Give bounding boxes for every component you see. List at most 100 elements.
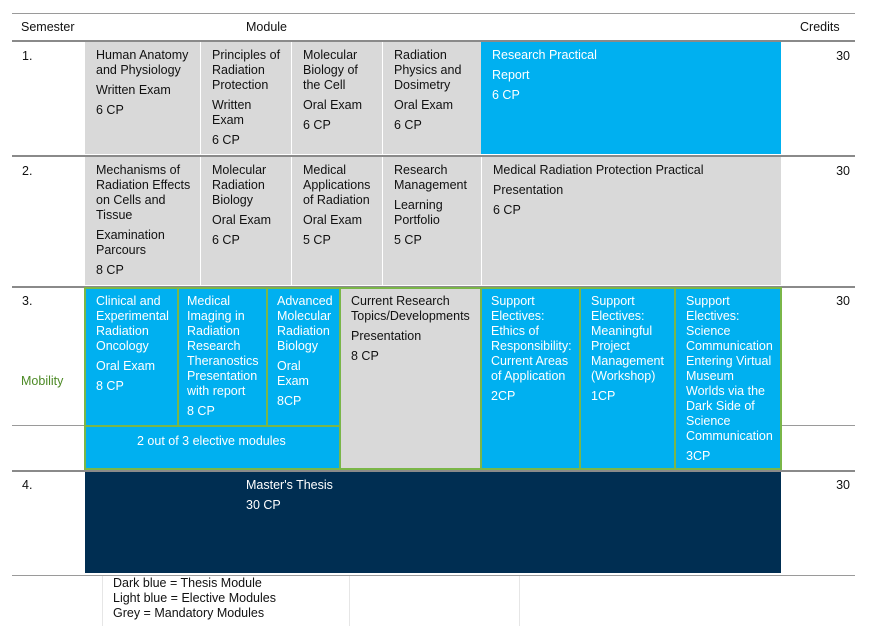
module-title-line: Presentation bbox=[187, 369, 258, 383]
elective-advanced-molecular-biology: Advanced Molecular Radiation Biology Ora… bbox=[267, 288, 340, 426]
module-cp: 5 CP bbox=[394, 233, 422, 247]
module-exam: Written bbox=[212, 98, 252, 112]
top-rule bbox=[12, 13, 855, 14]
module-title-line: Medical Radiation Protection Practical bbox=[493, 163, 704, 177]
module-title-line: Management bbox=[394, 178, 467, 192]
module-cp: 6 CP bbox=[212, 133, 240, 147]
legend-grid-line bbox=[102, 576, 103, 626]
module-title-line: Mechanisms of bbox=[96, 163, 181, 177]
module-title-line: Management bbox=[591, 354, 664, 368]
legend: Dark blue = Thesis Module Light blue = E… bbox=[113, 576, 276, 621]
module-exam: Examination bbox=[96, 228, 165, 242]
support-elective-ethics: Support Electives: Ethics of Responsibil… bbox=[481, 288, 580, 469]
module-title-line: Biology bbox=[212, 193, 253, 207]
module-title-line: Protection bbox=[212, 78, 269, 92]
module-title-line: Entering Virtual bbox=[686, 354, 772, 368]
thesis-title: Master's Thesis bbox=[246, 478, 333, 492]
module-exam: Learning bbox=[394, 198, 443, 212]
elective-note: 2 out of 3 elective modules bbox=[85, 426, 340, 469]
semester-3-number: 3. bbox=[22, 294, 33, 308]
module-title-line: Tissue bbox=[96, 208, 133, 222]
module-title-line: Electives: bbox=[591, 309, 645, 323]
module-title-line: Theranostics bbox=[187, 354, 259, 368]
module-title-line: Oncology bbox=[96, 339, 149, 353]
semester-1-credits: 30 bbox=[836, 49, 850, 63]
module-exam: Report bbox=[492, 68, 530, 82]
elective-note-divider bbox=[85, 425, 340, 427]
module-title-line: Imaging in bbox=[187, 309, 245, 323]
module-cp: 2CP bbox=[491, 389, 516, 403]
module-title-line: Current Research bbox=[351, 294, 450, 308]
module-title-line: Project bbox=[591, 339, 630, 353]
module-title-line: Support bbox=[491, 294, 535, 308]
header-rule bbox=[12, 40, 855, 42]
module-title-line: Current Areas bbox=[491, 354, 569, 368]
module-cp: 6 CP bbox=[394, 118, 422, 132]
module-title-line: of Application bbox=[491, 369, 566, 383]
module-title-line: Medical bbox=[303, 163, 347, 177]
support-elective-project-management: Support Electives: Meaningful Project Ma… bbox=[580, 288, 675, 469]
module-title-line: Biology bbox=[277, 339, 318, 353]
semester-4-credits: 30 bbox=[836, 478, 850, 492]
module-title-line: Human Anatomy bbox=[96, 48, 189, 62]
semester-4-number: 4. bbox=[22, 478, 33, 492]
module-medical-applications: Medical Applications of Radiation Oral E… bbox=[291, 157, 382, 285]
elective-note-text: 2 out of 3 elective modules bbox=[137, 434, 286, 448]
row-rule bbox=[12, 470, 855, 472]
module-title-line: Worlds via the bbox=[686, 384, 765, 398]
legend-grid-line bbox=[349, 576, 350, 626]
module-radiation-mechanisms: Mechanisms of Radiation Effects on Cells… bbox=[85, 157, 200, 285]
module-exam: Parcours bbox=[96, 243, 147, 257]
module-title-line: Research bbox=[394, 163, 448, 177]
legend-light-blue: Light blue = Elective Modules bbox=[113, 591, 276, 605]
module-title-line: Dosimetry bbox=[394, 78, 451, 92]
module-title-line: Medical bbox=[187, 294, 231, 308]
module-cp: 6 CP bbox=[96, 103, 124, 117]
module-radiation-protection-practical: Medical Radiation Protection Practical P… bbox=[481, 157, 781, 285]
semester-1-number: 1. bbox=[22, 49, 33, 63]
semester-2-number: 2. bbox=[22, 164, 33, 178]
module-title-line: Electives: bbox=[686, 309, 740, 323]
thesis-cp: 30 CP bbox=[246, 498, 281, 512]
module-title-line: Radiation Effects bbox=[96, 178, 191, 192]
module-cp: 8 CP bbox=[96, 263, 124, 277]
module-title-line: Support bbox=[686, 294, 730, 308]
module-exam: Presentation bbox=[351, 329, 422, 343]
module-exam: Oral bbox=[277, 359, 301, 373]
module-cp: 8CP bbox=[277, 394, 302, 408]
module-title-line: Research Practical bbox=[492, 48, 597, 62]
module-cp: 8 CP bbox=[96, 379, 124, 393]
module-title-line: Radiation bbox=[277, 324, 330, 338]
module-title-line: with report bbox=[187, 384, 246, 398]
legend-grey: Grey = Mandatory Modules bbox=[113, 606, 265, 620]
module-cp: 8 CP bbox=[187, 404, 215, 418]
module-exam: Oral Exam bbox=[303, 98, 363, 112]
module-title-line: and Physiology bbox=[96, 63, 181, 77]
module-cell-biology: Molecular Biology of the Cell Oral Exam … bbox=[291, 42, 382, 154]
module-title-line: Ethics of bbox=[491, 324, 539, 338]
row-rule bbox=[12, 425, 84, 426]
module-title-line: Molecular bbox=[303, 48, 358, 62]
bottom-rule bbox=[12, 575, 855, 576]
module-cp: 6 CP bbox=[493, 203, 521, 217]
module-title-line: Research bbox=[187, 339, 241, 353]
legend-grid-line bbox=[519, 576, 520, 626]
module-title-line: Radiation bbox=[394, 48, 447, 62]
module-title-line: Physics and bbox=[394, 63, 462, 77]
mobility-label: Mobility bbox=[21, 374, 64, 388]
module-cp: 3CP bbox=[686, 449, 711, 463]
module-title-line: Biology of bbox=[303, 63, 358, 77]
module-title-line: Radiation bbox=[187, 324, 240, 338]
row-rule bbox=[782, 425, 855, 426]
module-title-line: Advanced bbox=[277, 294, 333, 308]
elective-divider bbox=[674, 288, 676, 469]
module-exam: Presentation bbox=[493, 183, 564, 197]
header-semester: Semester bbox=[21, 20, 75, 34]
module-cp: 6 CP bbox=[303, 118, 331, 132]
module-title-line: Dark Side of bbox=[686, 399, 755, 413]
module-radiation-physics: Radiation Physics and Dosimetry Oral Exa… bbox=[382, 42, 481, 154]
module-research-management: Research Management Learning Portfolio 5… bbox=[382, 157, 481, 285]
module-exam: Exam bbox=[212, 113, 244, 127]
module-title-line: Electives: bbox=[491, 309, 545, 323]
module-title-line: Communication bbox=[686, 339, 773, 353]
